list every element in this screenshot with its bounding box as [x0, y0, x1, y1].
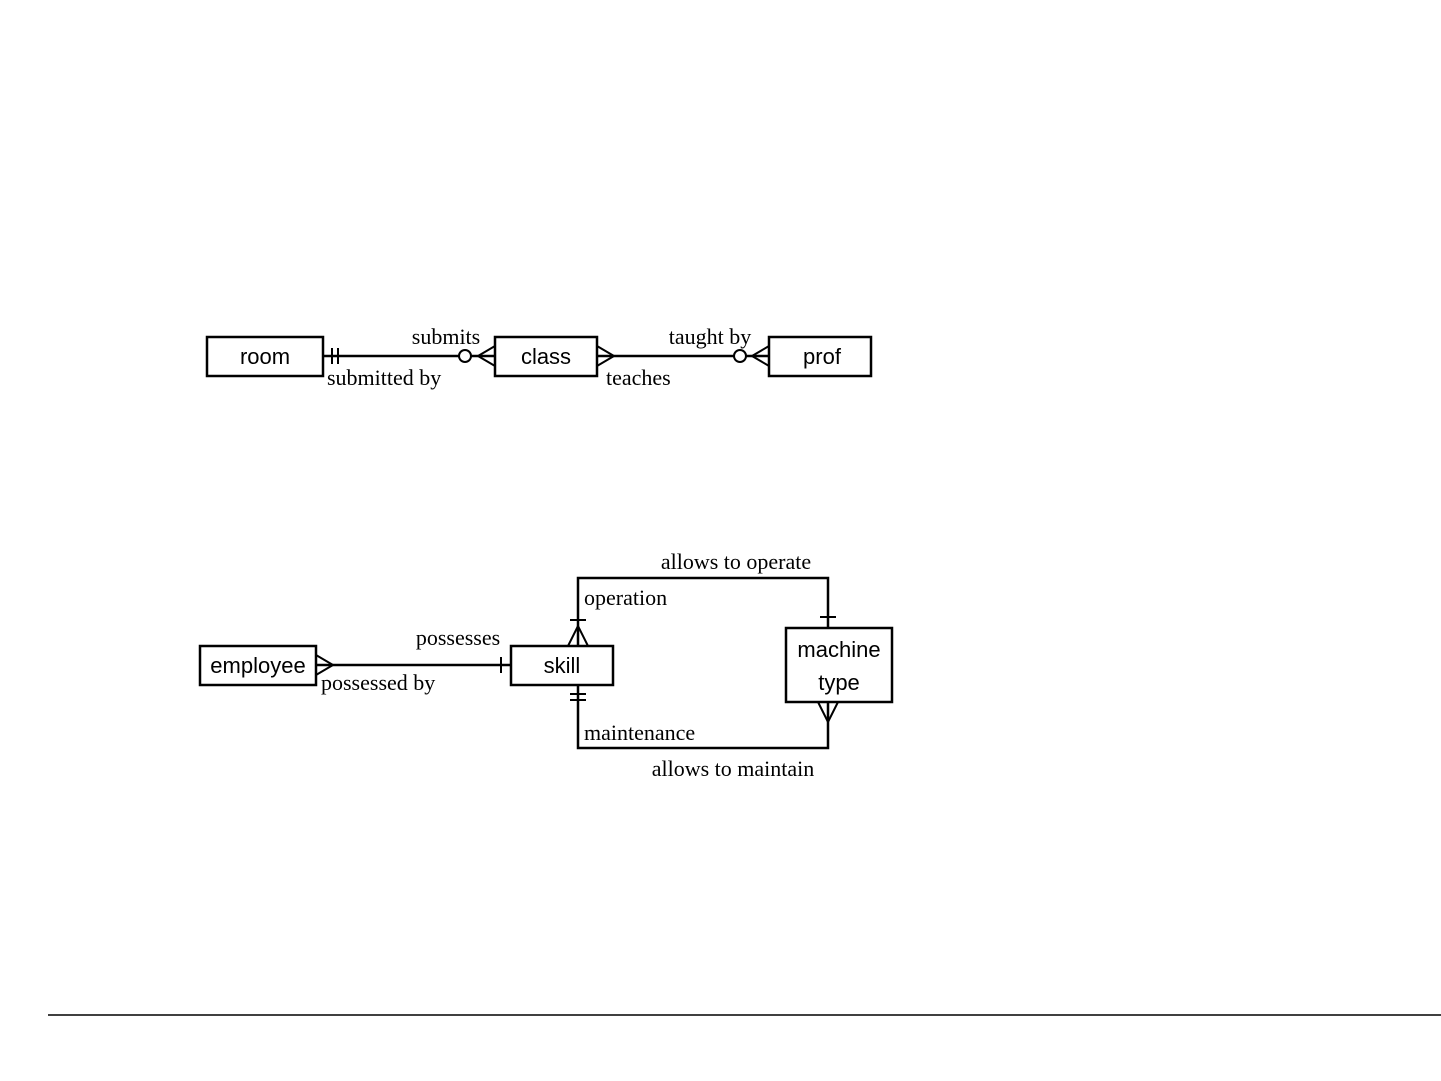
- entity-machine-type[interactable]: machine type: [786, 628, 892, 702]
- label-maintenance: maintenance: [584, 720, 695, 745]
- entity-prof[interactable]: prof: [769, 337, 871, 376]
- entity-machine-type-label-line1: machine: [797, 637, 880, 662]
- label-possessed-by: possessed by: [321, 670, 435, 695]
- cardinality-zero-mark: [459, 350, 471, 362]
- entity-skill[interactable]: skill: [511, 646, 613, 685]
- entity-employee-label: employee: [210, 653, 305, 678]
- label-allows-to-operate: allows to operate: [661, 549, 811, 574]
- label-operation: operation: [584, 585, 667, 610]
- entity-room[interactable]: room: [207, 337, 323, 376]
- entity-class-label: class: [521, 344, 571, 369]
- label-submits: submits: [412, 324, 480, 349]
- cardinality-zero-mark: [734, 350, 746, 362]
- entity-class[interactable]: class: [495, 337, 597, 376]
- label-possesses: possesses: [416, 625, 500, 650]
- entity-employee[interactable]: employee: [200, 646, 316, 685]
- relationship-class-prof: [597, 346, 769, 366]
- entity-skill-label: skill: [544, 653, 581, 678]
- entity-machine-type-label-line2: type: [818, 670, 860, 695]
- diagram-employee-skill-machine: employee skill machine type: [200, 549, 892, 781]
- entity-prof-label: prof: [803, 344, 842, 369]
- label-allows-to-maintain: allows to maintain: [652, 756, 815, 781]
- label-submitted-by: submitted by: [327, 365, 441, 390]
- label-taught-by: taught by: [669, 324, 752, 349]
- entity-room-label: room: [240, 344, 290, 369]
- diagram-room-class-prof: room class prof: [207, 324, 871, 390]
- relationship-room-class: [323, 346, 495, 366]
- label-teaches: teaches: [606, 365, 671, 390]
